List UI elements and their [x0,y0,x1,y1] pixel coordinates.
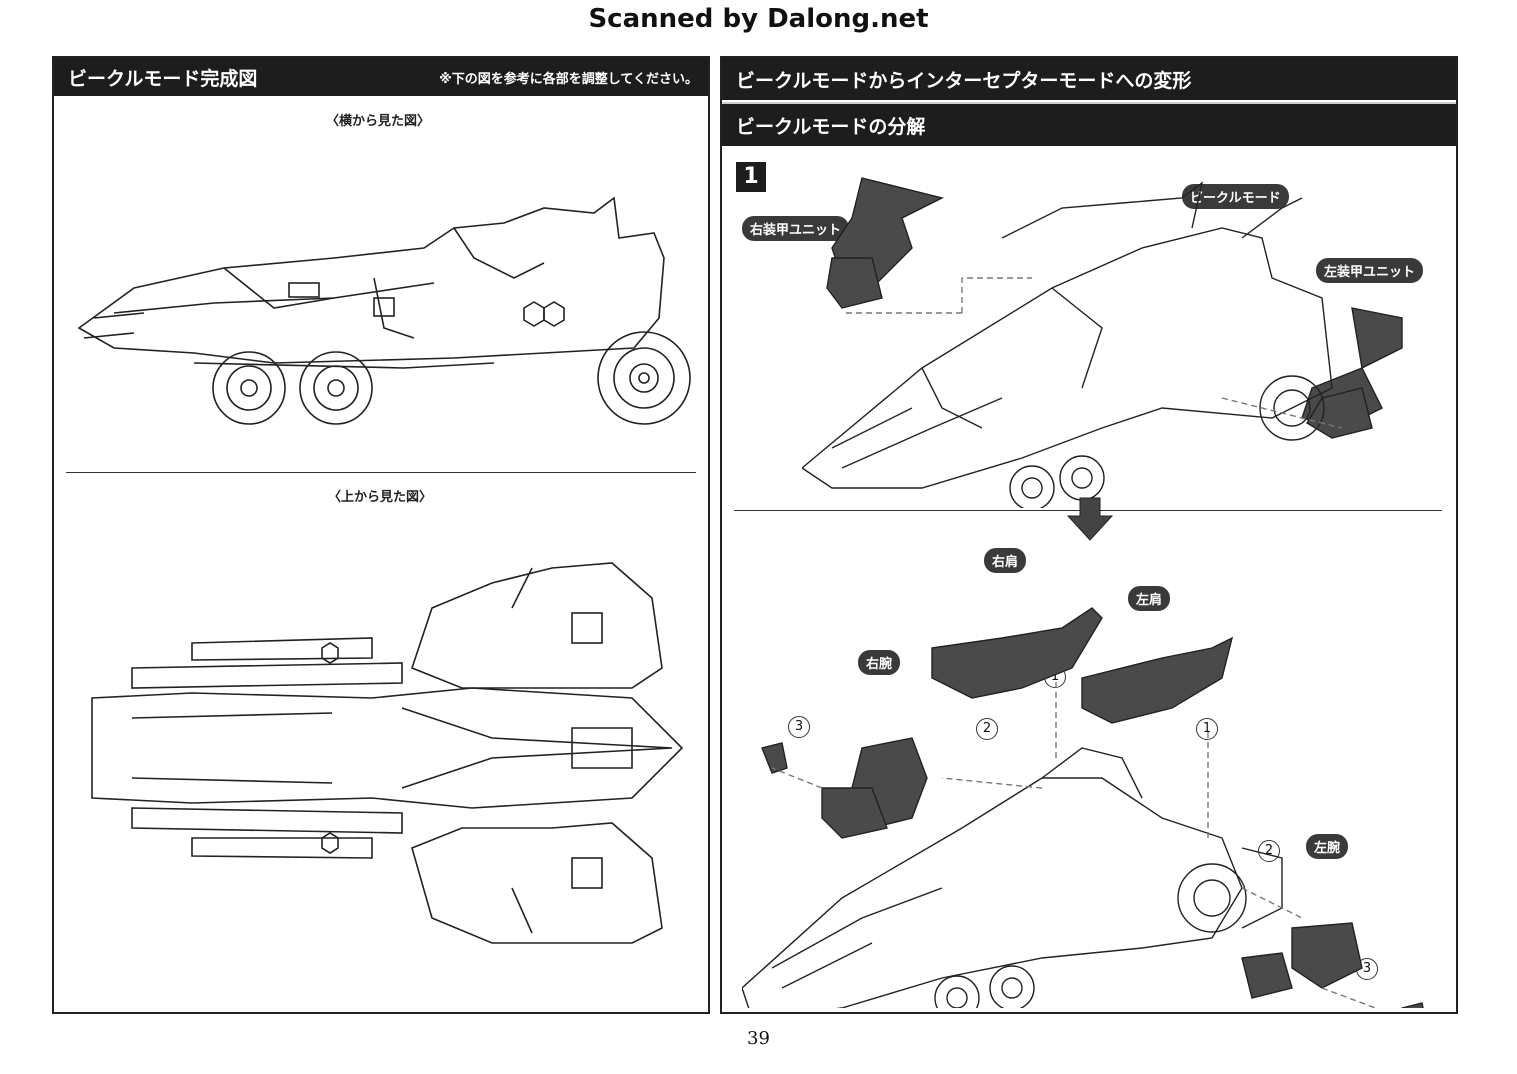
adjust-note: ※下の図を参考に各部を調整してください。 [439,71,698,87]
left-arm-label: 左腕 [1306,834,1349,859]
side-view-vehicle-drawing [77,196,691,425]
parts-removal-drawing [742,607,1424,1008]
panel-title: ビークルモードからインターセプターモードへの変形 [736,69,1192,92]
section-header: ビークルモードの分解 [722,102,1456,146]
down-arrow-icon [1066,497,1114,541]
order-mark-1: 1 [1196,718,1218,740]
order-mark-2: 2 [976,718,998,740]
order-mark-3: 3 [788,716,810,738]
right-shoulder-label: 右肩 [984,548,1027,573]
scanner-watermark: Scanned by Dalong.net [588,4,929,34]
step-number: 1 [736,162,766,192]
right-arm-label: 右腕 [858,650,901,675]
panel-header: ビークルモードからインターセプターモードへの変形 [722,58,1456,100]
section-title: ビークルモードの分解 [736,115,926,138]
vehicle-disassembly-drawing [802,177,1403,508]
panel-header: ビークルモード完成図 ※下の図を参考に各部を調整してください。 [54,58,708,96]
side-view-caption: 〈横から見た図〉 [326,114,431,129]
top-view-vehicle-drawing [91,562,684,944]
vehicle-mode-label: ビークルモード [1182,184,1289,209]
divider-line [66,472,696,473]
left-shoulder-label: 左肩 [1128,586,1171,611]
transformation-panel: ビークルモードからインターセプターモードへの変形 ビークルモードの分解 1 ビー… [720,56,1458,1014]
completed-vehicle-panel: ビークルモード完成図 ※下の図を参考に各部を調整してください。 〈横から見た図〉 [52,56,710,1014]
left-armor-unit-label: 左装甲ユニット [1316,258,1424,283]
top-view-caption: 〈上から見た図〉 [328,490,433,505]
panel-title: ビークルモード完成図 [68,67,258,90]
page-number: 39 [747,1028,770,1049]
right-armor-unit-label: 右装甲ユニット [742,216,850,241]
